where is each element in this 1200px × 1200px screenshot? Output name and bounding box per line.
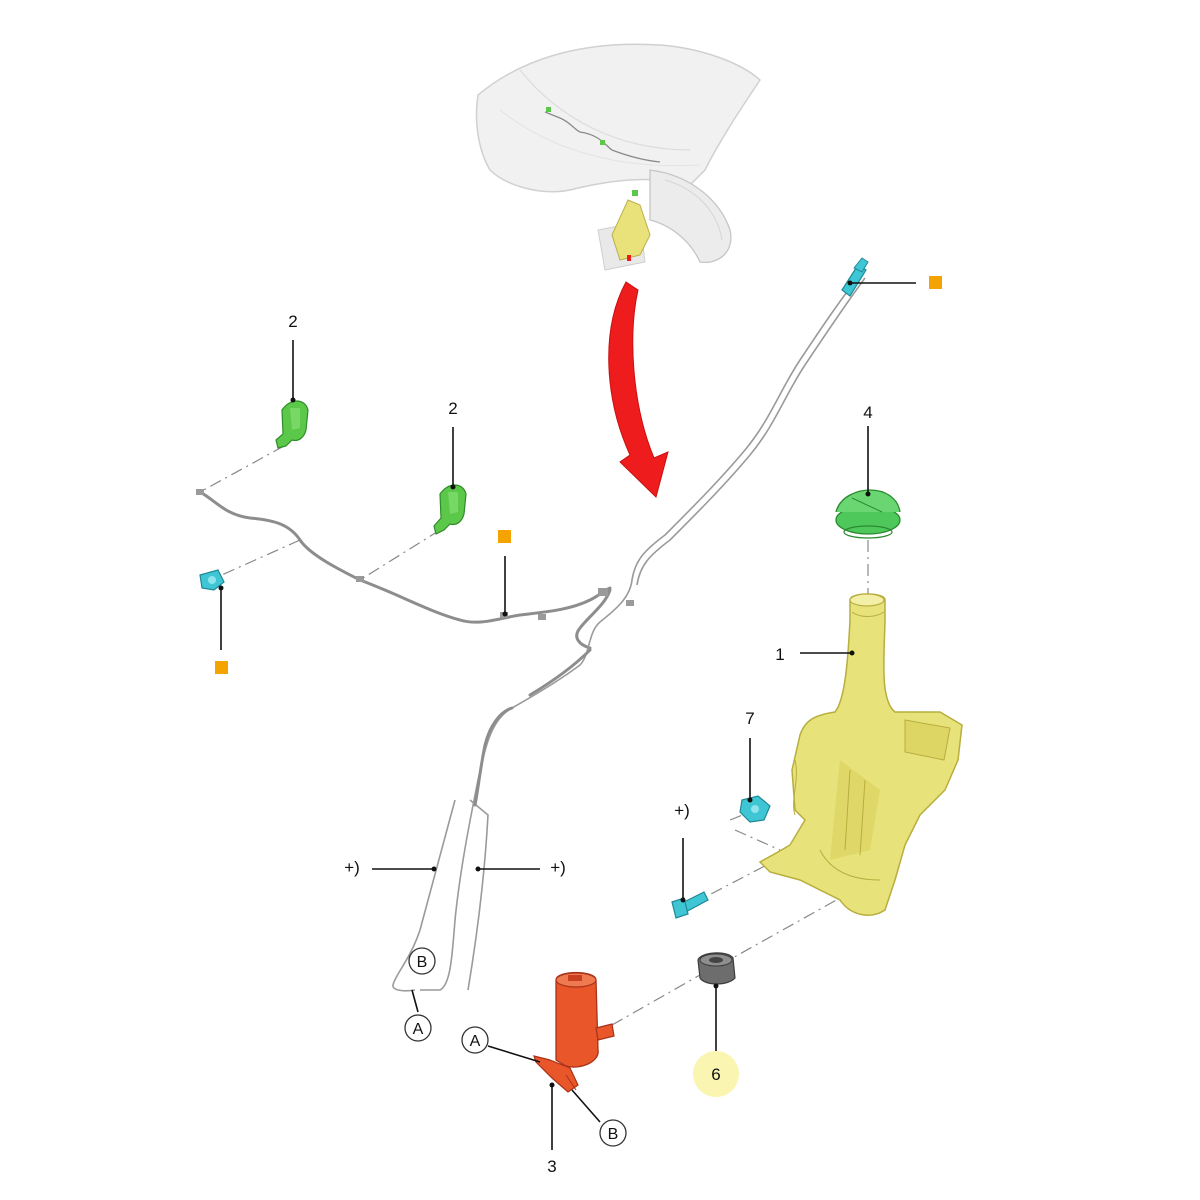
location-arrow	[608, 281, 669, 498]
callout-1: 1	[775, 645, 784, 664]
connector-a-pump: A	[470, 1033, 481, 1050]
mounting-bolt	[671, 891, 709, 919]
connector-b-hose: B	[417, 954, 428, 971]
note-plus-left: +)	[344, 858, 360, 877]
callout-7: 7	[745, 709, 754, 728]
callouts: 2 2 4 1 7 3 6 +) +) +)	[288, 312, 872, 1176]
orange-marker	[215, 661, 228, 674]
leader-lines	[218, 280, 916, 1150]
washer-nozzle-right	[433, 484, 467, 535]
callout-6-highlight	[693, 1051, 739, 1097]
callout-4: 4	[863, 403, 872, 422]
connector-a-hose: A	[413, 1021, 424, 1038]
clip-part-7	[739, 795, 771, 823]
washer-reservoir	[758, 593, 963, 916]
pump-grommet	[697, 952, 736, 985]
hose-clip-left	[199, 569, 225, 591]
callout-3: 3	[547, 1157, 556, 1176]
callout-2-left: 2	[288, 312, 297, 331]
callout-6: 6	[711, 1065, 720, 1084]
washer-hose	[196, 274, 866, 992]
connector-b-pump: B	[608, 1126, 619, 1143]
vehicle-overview	[475, 43, 761, 271]
washer-nozzle-left	[275, 400, 309, 449]
note-plus-right: +)	[550, 858, 566, 877]
orange-marker	[929, 276, 942, 289]
orange-marker	[498, 530, 511, 543]
washer-pump	[533, 971, 615, 1093]
markers	[215, 276, 942, 674]
hose-connector-top	[841, 257, 869, 297]
connector-labels: B A A B	[404, 947, 627, 1147]
assembly-lines	[199, 445, 869, 1026]
reservoir-cap	[835, 489, 901, 539]
note-plus-bolt: +)	[674, 801, 690, 820]
callout-2-right: 2	[448, 399, 457, 418]
